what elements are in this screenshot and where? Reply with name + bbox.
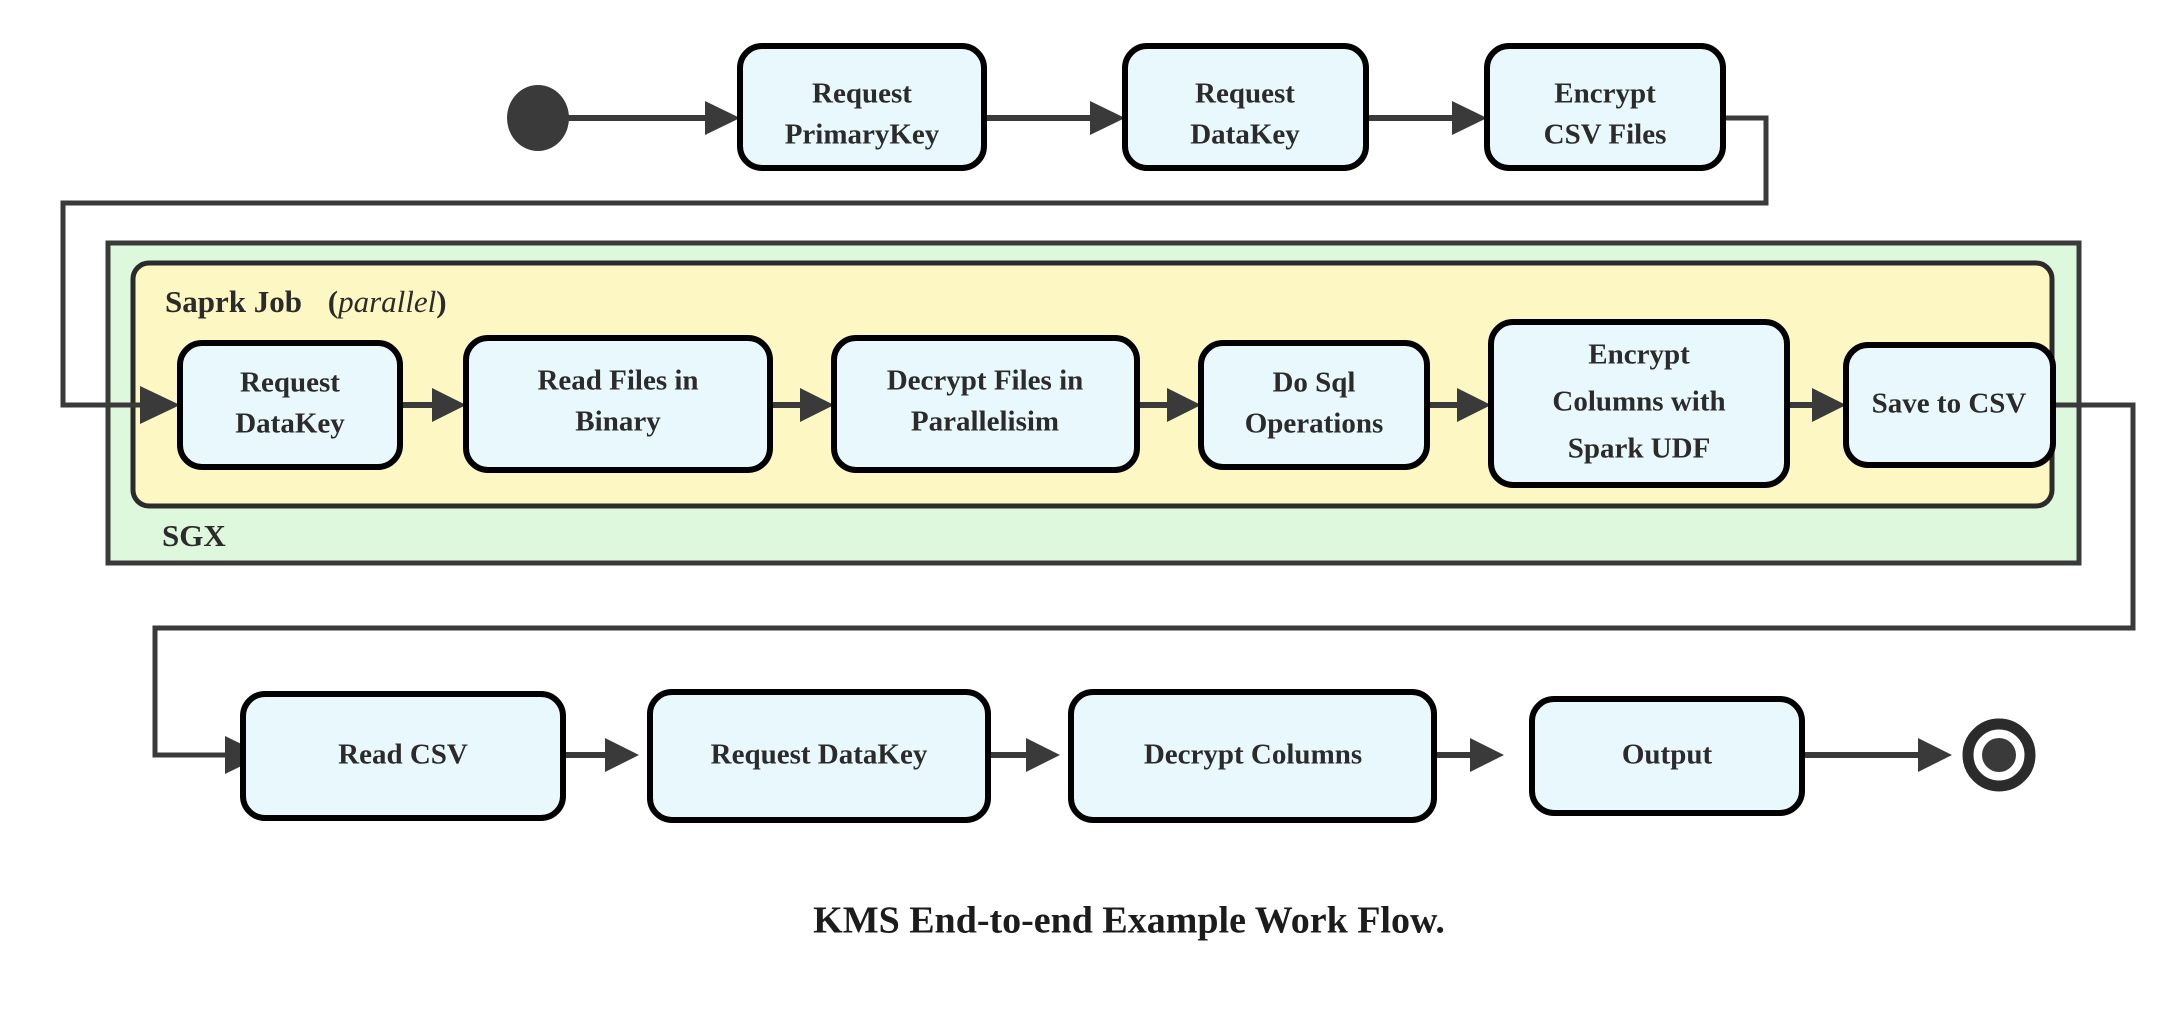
node-decrypt-columns-label-line1: Decrypt Columns [1144, 739, 1362, 771]
edge-read-csv-to-request-datakey [563, 738, 639, 772]
node-request-datakey-bottom-label-line1: Request DataKey [711, 739, 928, 771]
node-encrypt-columns-with-spark-udf[interactable]: Encrypt Columns with Spark UDF [1488, 319, 1790, 488]
arrowhead-icon [1812, 388, 1846, 422]
edge-start-to-request-primarykey [566, 101, 740, 135]
edge-request-datakey-to-encrypt-csv-files [1366, 101, 1487, 135]
node-encrypt-columns-with-spark-udf-label-line2: Columns with [1552, 386, 1725, 418]
node-encrypt-columns-with-spark-udf-label-line1: Encrypt [1588, 339, 1690, 371]
node-save-to-csv[interactable]: Save to CSV [1843, 342, 2056, 468]
node-request-datakey-spark-label-line2: DataKey [235, 408, 345, 440]
edge-request-datakey-to-decrypt-columns [988, 738, 1060, 772]
node-request-primarykey-label-line2: PrimaryKey [785, 119, 940, 151]
node-output-rect[interactable] [1529, 696, 1805, 816]
end-node [1962, 718, 2036, 792]
edge-output-to-end [1802, 738, 1952, 772]
node-request-primarykey[interactable]: Request PrimaryKey [737, 43, 987, 171]
node-request-datakey-bottom[interactable]: Request DataKey [647, 689, 991, 823]
arrowhead-icon [705, 101, 740, 135]
spark-job-paren-close: ) [436, 284, 446, 319]
node-encrypt-csv-files-label-line1: Encrypt [1554, 78, 1656, 110]
edge-encrypt-csv-files-to-spark-job [60, 115, 1769, 424]
arrowhead-icon [1167, 388, 1201, 422]
spark-job-container-label: Saprk Job (parallel) [165, 284, 447, 319]
node-request-datakey-top[interactable]: Request DataKey [1122, 43, 1369, 171]
node-read-files-in-binary-label-line2: Binary [575, 406, 661, 438]
node-output[interactable]: Output [1529, 696, 1805, 816]
node-do-sql-operations-rect[interactable] [1198, 340, 1430, 470]
node-encrypt-csv-files-label-line2: CSV Files [1544, 119, 1667, 151]
arrowhead-icon [1457, 388, 1491, 422]
node-read-csv-rect[interactable] [240, 691, 566, 821]
diagram-caption: KMS End-to-end Example Work Flow. [813, 900, 1445, 942]
sgx-container-label: SGX [162, 518, 226, 553]
node-request-primarykey-label-line1: Request [812, 78, 912, 110]
edge-decrypt-files-to-do-sql [1137, 388, 1201, 422]
edge-request-primarykey-to-request-datakey [984, 101, 1125, 135]
node-encrypt-columns-with-spark-udf-rect[interactable] [1488, 319, 1790, 488]
node-request-datakey-spark-rect[interactable] [177, 340, 403, 470]
arrowhead-icon [1918, 738, 1952, 772]
spark-job-paren-open: ( [328, 284, 338, 319]
node-decrypt-files-in-parallelisim-label-line2: Parallelisim [911, 406, 1059, 438]
node-request-datakey-spark-label-line1: Request [240, 367, 340, 399]
node-decrypt-columns-rect[interactable] [1068, 689, 1437, 823]
edge-encrypt-columns-to-save-csv [1787, 388, 1846, 422]
node-read-files-in-binary-label-line1: Read Files in [537, 365, 698, 397]
node-read-files-in-binary-rect[interactable] [463, 335, 773, 473]
node-do-sql-operations[interactable]: Do Sql Operations [1198, 340, 1430, 470]
node-decrypt-files-in-parallelisim[interactable]: Decrypt Files in Parallelisim [831, 335, 1140, 473]
node-encrypt-columns-with-spark-udf-label-line3: Spark UDF [1568, 433, 1711, 465]
node-encrypt-csv-files-rect[interactable] [1484, 43, 1726, 171]
node-decrypt-columns[interactable]: Decrypt Columns [1068, 689, 1437, 823]
node-decrypt-files-in-parallelisim-label-line1: Decrypt Files in [887, 365, 1084, 397]
node-request-primarykey-rect[interactable] [737, 43, 987, 171]
spark-job-label-main: Saprk Job [165, 284, 302, 319]
arrowhead-icon [140, 386, 180, 424]
node-request-datakey-bottom-rect[interactable] [647, 689, 991, 823]
edge-do-sql-to-encrypt-columns [1427, 388, 1491, 422]
spark-job-modifier: parallel [336, 284, 436, 319]
arrowhead-icon [1470, 738, 1504, 772]
node-read-files-in-binary[interactable]: Read Files in Binary [463, 335, 773, 473]
node-read-csv-label-line1: Read CSV [338, 739, 468, 771]
node-request-datakey-top-label-line1: Request [1195, 78, 1295, 110]
arrowhead-icon [1090, 101, 1125, 135]
arrowhead-icon [1452, 101, 1487, 135]
arrowhead-icon [605, 738, 639, 772]
start-node [507, 85, 569, 151]
edge-read-files-to-decrypt-files [770, 388, 834, 422]
node-decrypt-files-in-parallelisim-rect[interactable] [831, 335, 1140, 473]
arrowhead-icon [800, 388, 834, 422]
arrowhead-icon [432, 388, 466, 422]
node-do-sql-operations-label-line1: Do Sql [1272, 367, 1355, 399]
node-request-datakey-top-label-line2: DataKey [1190, 119, 1300, 151]
node-save-to-csv-label-line1: Save to CSV [1872, 388, 2027, 420]
edge-request-datakey-to-read-files [400, 388, 466, 422]
node-read-csv[interactable]: Read CSV [240, 691, 566, 821]
node-output-label-line1: Output [1622, 739, 1713, 771]
node-save-to-csv-rect[interactable] [1843, 342, 2056, 468]
node-encrypt-csv-files[interactable]: Encrypt CSV Files [1484, 43, 1726, 171]
edge-decrypt-columns-to-output [1434, 738, 1504, 772]
node-request-datakey-top-rect[interactable] [1122, 43, 1369, 171]
node-request-datakey-spark[interactable]: Request DataKey [177, 340, 403, 470]
node-do-sql-operations-label-line2: Operations [1245, 408, 1384, 440]
arrowhead-icon [1026, 738, 1060, 772]
